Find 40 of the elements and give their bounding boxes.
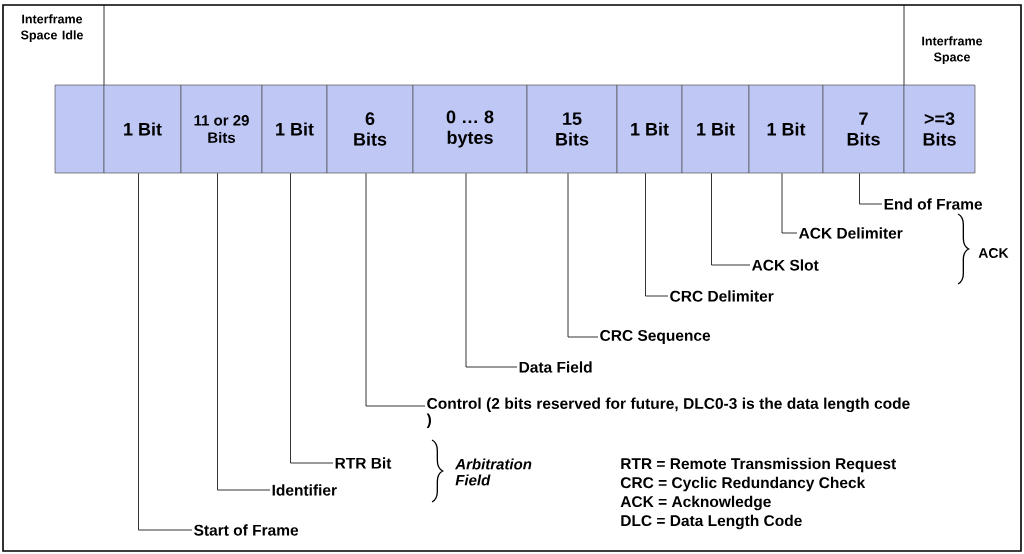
frame-cell: 6 Bits [326, 84, 414, 174]
definition-text: CRC = Cyclic Redundancy Check [620, 476, 866, 492]
frame-cell: 11 or 29 Bits [180, 84, 263, 174]
frame-cell: 1 Bit [681, 84, 750, 174]
callout-text: Start of Frame [194, 524, 299, 536]
callout-text: CRC Sequence [600, 330, 711, 345]
callout-text: Control (2 bits reserved for future, DLC0-3 is the data length code ) [426, 397, 910, 429]
frame-cell: 1 Bit [616, 84, 683, 174]
callout-text: ACK Delimiter [799, 227, 903, 239]
group-label: Arbitration Field [454, 458, 532, 486]
group-label: ACK [978, 248, 1009, 258]
interframe-label: Interframe Space [922, 36, 983, 64]
frame-cell [54, 84, 105, 174]
leader-line [781, 172, 798, 234]
frame-cell: 1 Bit [261, 84, 328, 174]
frame-cell: 1 Bit [103, 84, 182, 174]
leader-line [711, 172, 751, 266]
frame-cell: 15 Bits [526, 84, 618, 174]
callout-text: End of Frame [884, 198, 983, 210]
frame-cell: >=3 Bits [903, 84, 976, 174]
frame-cell: 7 Bits [822, 84, 905, 174]
frame-cell: 0 … 8 bytes [412, 84, 528, 174]
leader-line [217, 172, 271, 491]
callout-text: RTR Bit [335, 457, 392, 469]
leader-line [365, 172, 426, 407]
callout-text: Data Field [519, 361, 592, 373]
leader-line [138, 172, 193, 531]
leader-line [567, 172, 599, 338]
leader-line [290, 172, 334, 464]
definition-text: DLC = Data Length Code [621, 514, 802, 530]
interframe-label: Interframe Space Idle [20, 14, 83, 42]
frame-cell: 1 Bit [748, 84, 824, 174]
callout-text: CRC Delimiter [670, 290, 774, 302]
leader-line [645, 172, 669, 297]
definition-text: RTR = Remote Transmission Request [621, 457, 896, 473]
definition-text: ACK = Acknowledge [620, 495, 771, 511]
leader-line [465, 172, 518, 368]
callout-text: ACK Slot [752, 259, 819, 271]
callout-text: Identifier [272, 484, 337, 496]
leader-line [859, 172, 883, 205]
